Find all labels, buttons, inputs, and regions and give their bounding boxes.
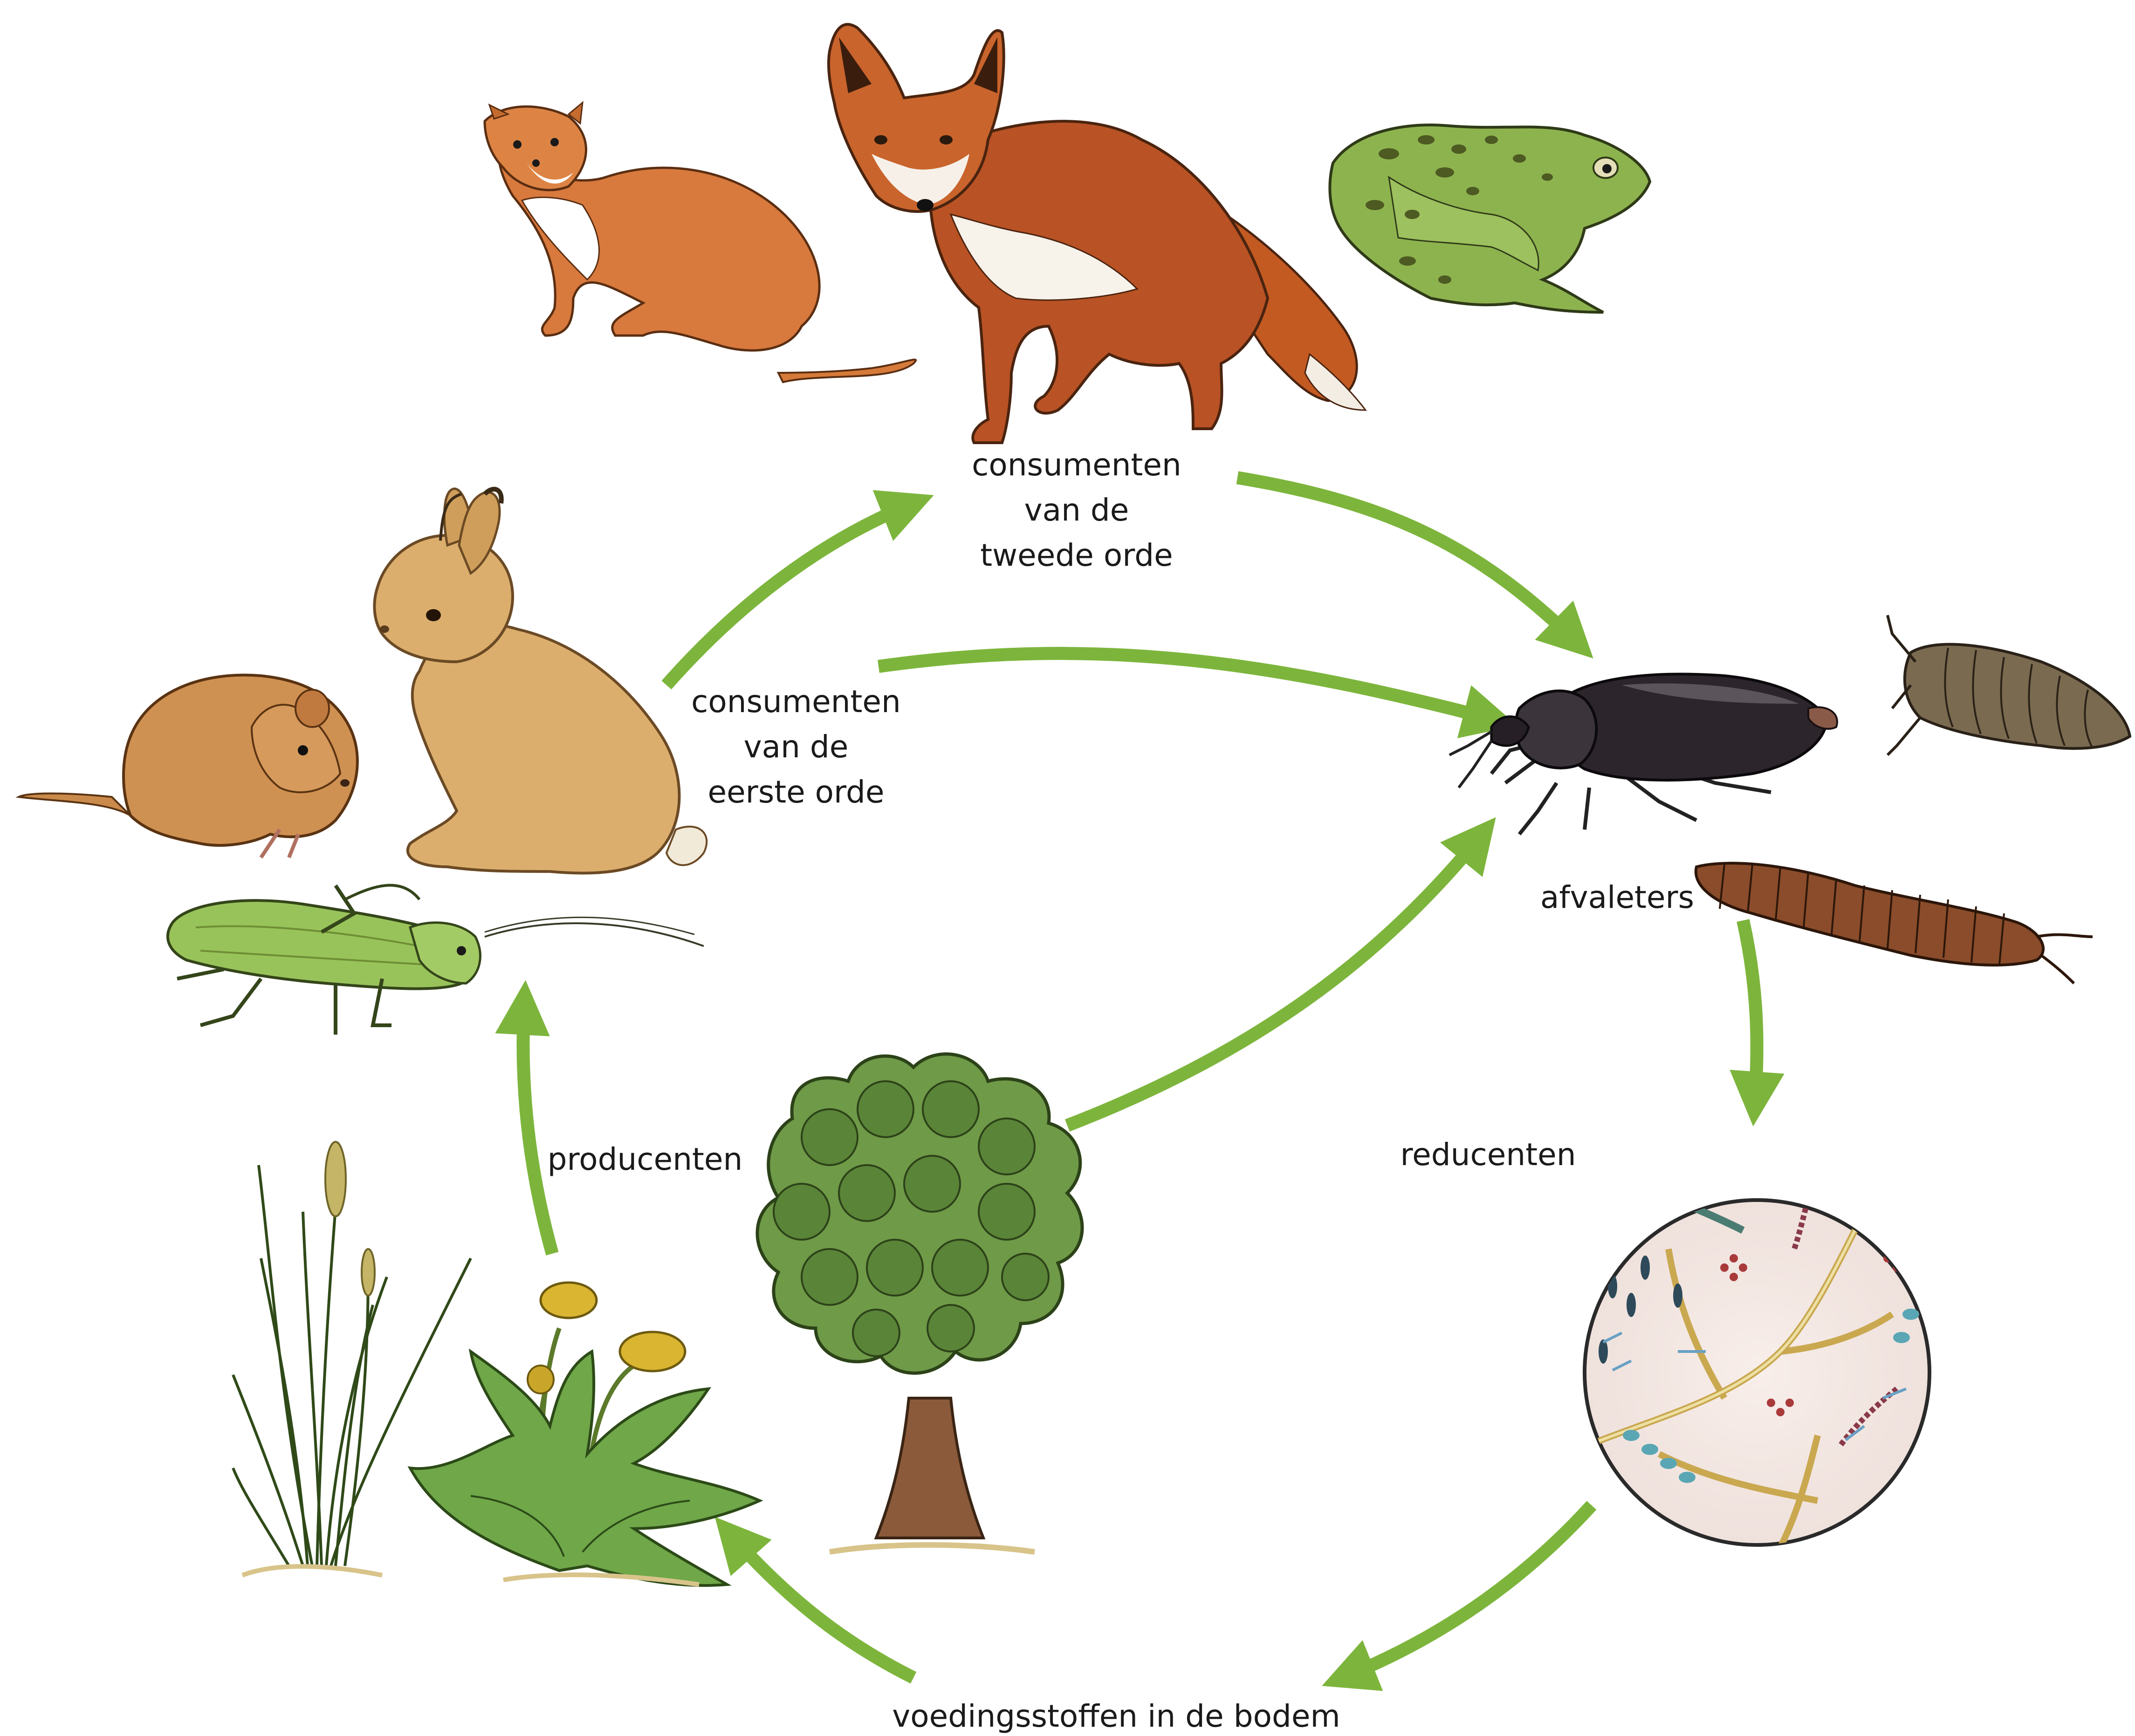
- fox-icon: [829, 24, 1366, 443]
- dandelion-icon: [410, 1283, 760, 1585]
- vole-icon: [19, 675, 357, 858]
- label-first-order-line-1: consumenten: [691, 684, 901, 720]
- label-first-order-line-3: eerste orde: [707, 774, 884, 810]
- microorganisms-circle-icon: [1585, 1162, 1929, 1547]
- arrow-first-order-to-detritivores: [879, 653, 1496, 720]
- label-detritivores: afvaleters: [1540, 879, 1694, 915]
- arrow-tree-to-detritivores: [1067, 834, 1482, 1125]
- rabbit-icon: [374, 489, 707, 873]
- woodlouse-icon: [1888, 615, 2130, 755]
- labels: consumenten van de tweede orde consument…: [548, 447, 1694, 1734]
- grasshopper-icon: [168, 885, 704, 1035]
- label-second-order-line-3: tweede orde: [980, 537, 1173, 573]
- arrow-decomposers-to-soil: [1342, 1505, 1592, 1678]
- label-second-order-line-2: van de: [1024, 492, 1129, 528]
- beetle-icon: [1449, 674, 1837, 834]
- arrow-producers-to-first-order: [523, 1002, 553, 1254]
- tree-icon: [757, 1054, 1082, 1552]
- frog-icon: [1330, 125, 1650, 312]
- label-first-order-line-2: van de: [744, 729, 849, 765]
- label-producers: producenten: [548, 1141, 743, 1177]
- label-decomposers: reducenten: [1400, 1137, 1576, 1173]
- grass-icon: [233, 1142, 471, 1575]
- arrow-first-to-second-order: [666, 503, 913, 685]
- arrow-detritivores-to-decomposers: [1743, 920, 1757, 1105]
- arrow-second-order-to-detritivores: [1237, 478, 1578, 643]
- label-soil-nutrients: voedingsstoffen in de bodem: [892, 1698, 1340, 1734]
- arrow-soil-to-producers: [729, 1533, 913, 1678]
- label-second-order-line-1: consumenten: [972, 447, 1181, 483]
